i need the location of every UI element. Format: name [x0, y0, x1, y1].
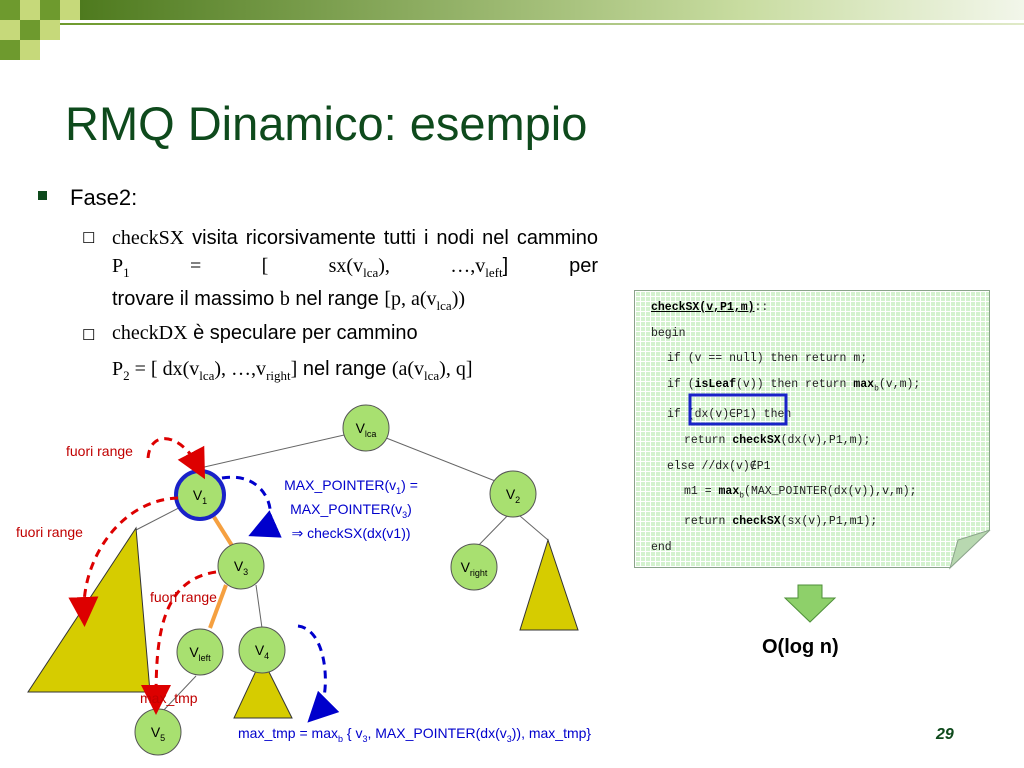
- bullet-checkdx: checkDX è speculare per cammino: [112, 322, 418, 344]
- edge: [473, 509, 514, 551]
- code-line: if (v == null) then return m;: [667, 352, 868, 366]
- code-line: return checkSX(sx(v),P1,m1);: [684, 515, 878, 529]
- annotation-bottom-formula: max_tmp = maxb { v3, MAX_POINTER(dx(v3))…: [238, 725, 592, 744]
- page-title: RMQ Dinamico: esempio: [65, 97, 588, 150]
- annotation-fuori-range: fuori range: [150, 589, 217, 605]
- code-line: if (isLeaf(v)) then return maxb(v,m);: [667, 378, 921, 394]
- code-box: checkSX(v,P1,m):: begin if (v == null) t…: [634, 290, 990, 568]
- label-vleft: Vleft: [189, 644, 211, 663]
- subtree-triangle: [233, 656, 293, 719]
- code-line: return checkSX(dx(v),P1,m);: [684, 433, 871, 447]
- subtree-triangle: [519, 538, 579, 631]
- bullet-checksx: checkSX visita ricorsivamente tutti i no…: [112, 227, 598, 280]
- label-vright: Vright: [460, 559, 488, 578]
- annotation-max-pointer: MAX_POINTER(v1) = MAX_POINTER(v3) ⇒ chec…: [284, 477, 418, 541]
- complexity-label: O(log n): [762, 636, 839, 658]
- edge: [255, 584, 263, 629]
- subtree-triangle: [27, 526, 151, 693]
- label-v3: V3: [233, 558, 249, 577]
- node-vright: [450, 543, 498, 591]
- label-vlca: Vlca: [355, 420, 377, 439]
- bullet-marker: [38, 191, 47, 200]
- red-arrow: [141, 570, 217, 715]
- node-vleft: [176, 628, 224, 676]
- blue-arrow: [297, 624, 340, 723]
- label-v2: V2: [505, 486, 521, 505]
- blue-arrow: [221, 475, 282, 538]
- bullet-fase2: Fase2:: [70, 185, 138, 210]
- label-v5: V5: [150, 724, 166, 743]
- code-line: end: [651, 540, 672, 554]
- red-arrow: [146, 437, 206, 480]
- node-v4: [238, 626, 286, 674]
- bullet-checksx-line3: trovare il massimo b nel range [p, a(vlc…: [112, 288, 466, 313]
- checkbox-icon: ☐: [82, 327, 96, 344]
- checkbox-icon: ☐: [82, 230, 96, 247]
- down-arrow-icon: [783, 584, 837, 623]
- code-line: m1 = maxb(MAX_POINTER(dx(v)),v,m);: [684, 485, 917, 501]
- red-arrow: [68, 496, 179, 627]
- code-line: checkSX(v,P1,m)::: [651, 301, 769, 314]
- code-line: begin: [651, 326, 686, 340]
- code-line: if (dx(v)∈P1) then: [667, 408, 792, 422]
- annotation-fuori-range: fuori range: [66, 443, 133, 459]
- bullet-checkdx-line2: P2 = [ dx(vlca), …,vright] nel range (a(…: [112, 358, 473, 383]
- annotation-fuori-range: fuori range: [16, 524, 83, 540]
- highlight-box: [688, 393, 788, 426]
- node-v2: [489, 470, 537, 518]
- edge: [365, 429, 514, 489]
- edge: [199, 429, 367, 469]
- node-vlca: [342, 404, 390, 452]
- code-line: else //dx(v)∉P1: [667, 459, 771, 473]
- fold-corner: [949, 529, 991, 570]
- label-v1: V1: [192, 487, 208, 506]
- edge-highlight: [208, 584, 228, 629]
- label-v4: V4: [254, 642, 270, 661]
- node-v3: [217, 542, 265, 590]
- annotation-max-tmp: max_tmp: [140, 690, 198, 706]
- page-number: 29: [936, 726, 954, 743]
